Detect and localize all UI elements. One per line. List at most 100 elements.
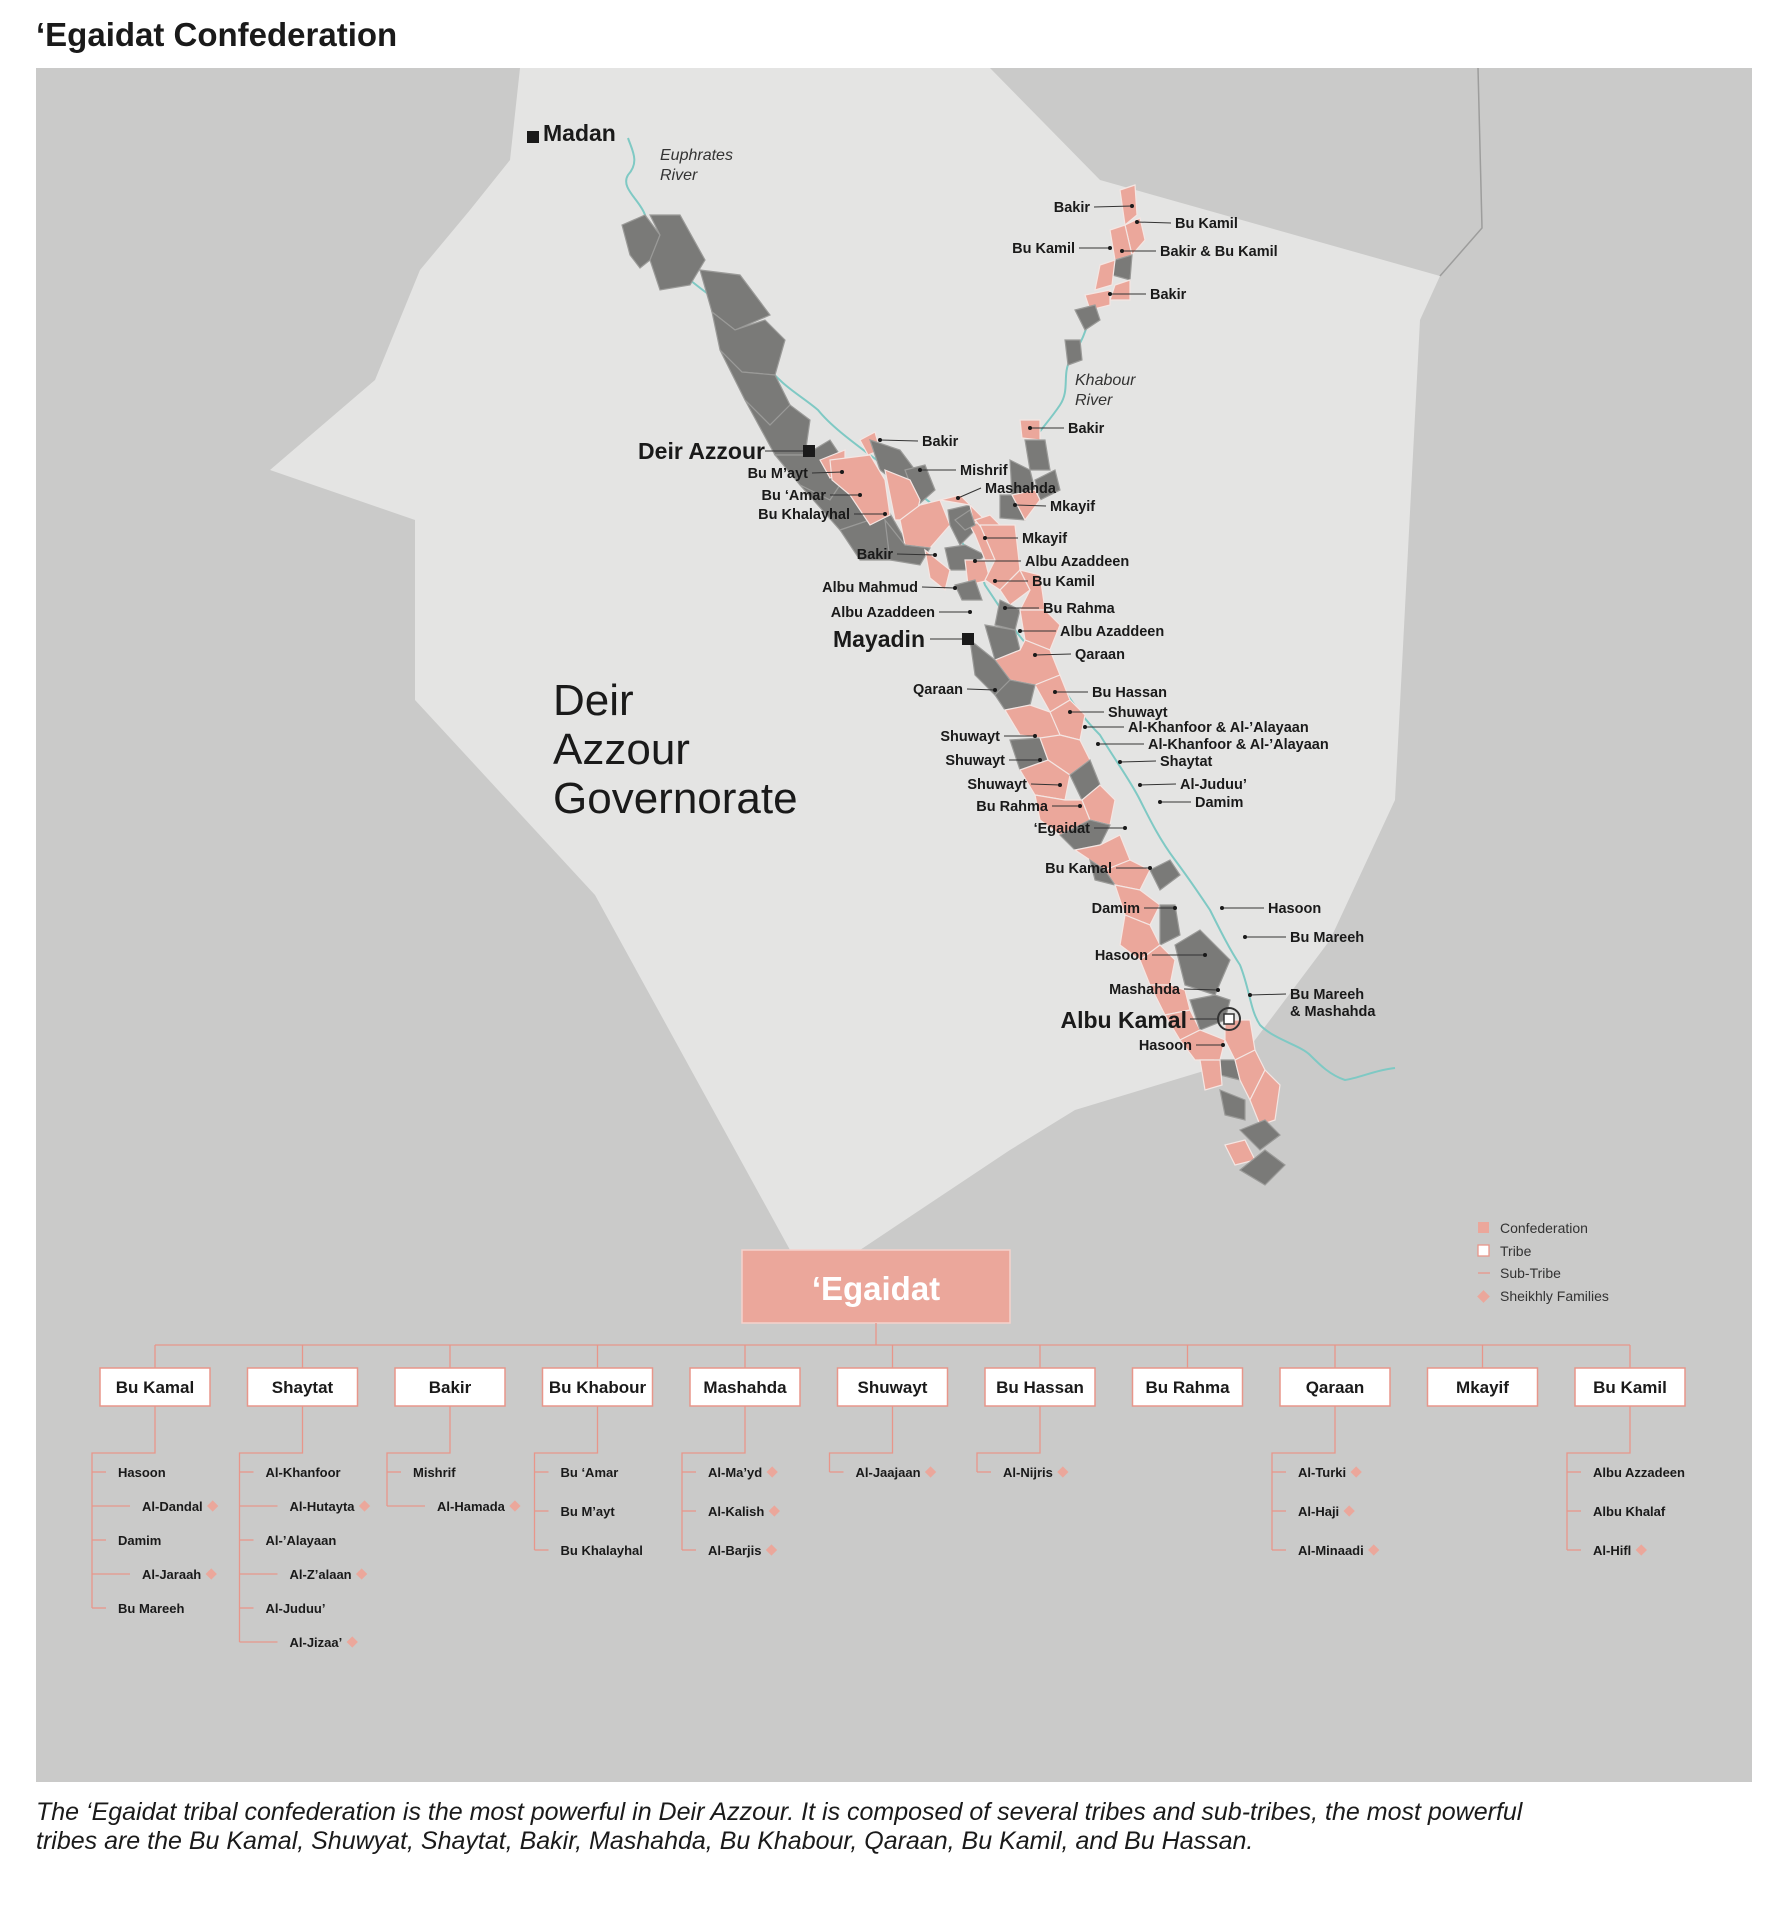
khabour-river bbox=[1029, 309, 1091, 446]
city-marker-deir-azzour bbox=[803, 445, 815, 457]
leader-line bbox=[1119, 760, 1157, 763]
leader-line bbox=[1139, 783, 1177, 786]
sheikhly-family-icon bbox=[355, 1568, 368, 1580]
sheikhly-family-icon bbox=[1343, 1505, 1355, 1517]
sub-tribe-label: Al-Jaajaan bbox=[856, 1465, 921, 1480]
area-label: Bakir bbox=[857, 547, 894, 563]
area-dot bbox=[883, 512, 887, 516]
area-dot bbox=[1248, 993, 1252, 997]
area-label: Bu M’ayt bbox=[748, 466, 809, 482]
sheikhly-family-icon bbox=[768, 1505, 781, 1517]
legend-sheikhly: Sheikhly Families bbox=[1500, 1288, 1609, 1304]
border-line bbox=[1439, 67, 1483, 277]
sub-tribe-label: Albu Azzadeen bbox=[1593, 1465, 1685, 1480]
governorate-label-line: Governorate bbox=[553, 774, 798, 823]
legend-tribe-swatch bbox=[1477, 1244, 1490, 1257]
area-dot bbox=[1138, 783, 1142, 787]
sub-tribe-label: Al-Dandal bbox=[142, 1499, 203, 1514]
tribe-label: Bakir bbox=[429, 1378, 472, 1397]
area-label: Albu Azaddeen bbox=[1060, 624, 1164, 640]
sub-tribe-label: Hasoon bbox=[118, 1465, 166, 1480]
sheikhly-family-icon bbox=[766, 1466, 778, 1478]
area-label: Bu Khalayhal bbox=[758, 507, 850, 523]
sub-tribe-spine bbox=[1566, 1406, 1631, 1550]
legend-confederation-swatch bbox=[1478, 1222, 1489, 1233]
area-label: Bu Kamal bbox=[1045, 861, 1112, 877]
area-label: Bu Rahma bbox=[1043, 601, 1116, 617]
area-label: Albu Azaddeen bbox=[831, 605, 935, 621]
leader-line bbox=[1014, 504, 1047, 507]
area-dot bbox=[1033, 653, 1037, 657]
tribe-box bbox=[1574, 1367, 1686, 1407]
sub-tribe-spine bbox=[386, 1406, 451, 1506]
tribe-label: Mkayif bbox=[1456, 1378, 1509, 1397]
area-label: Bu Mareeh bbox=[1290, 987, 1364, 1003]
sub-tribe-label: Al-Kalish bbox=[708, 1504, 764, 1519]
area-dot bbox=[956, 496, 960, 500]
sub-tribe-label: Al-Ma’yd bbox=[708, 1465, 762, 1480]
tribe-box bbox=[541, 1367, 654, 1407]
sub-tribe-spine bbox=[1271, 1406, 1336, 1550]
corridor-segments bbox=[621, 214, 1286, 1186]
city-marker-albu-kamal bbox=[1223, 1013, 1235, 1025]
figure-caption: The ‘Egaidat tribal confederation is the… bbox=[36, 1798, 1523, 1855]
area-dot bbox=[1108, 292, 1112, 296]
sub-tribe-spine bbox=[238, 1406, 304, 1642]
river-label-line: Euphrates bbox=[660, 147, 733, 164]
area-dot bbox=[933, 553, 937, 557]
sub-tribe-label: Al-Minaadi bbox=[1298, 1543, 1364, 1558]
sub-tribe-label: Al-Jaraah bbox=[142, 1567, 201, 1582]
area-label: Bu Mareeh bbox=[1290, 930, 1364, 946]
area-dot bbox=[1018, 629, 1022, 633]
khabour-segments bbox=[999, 184, 1146, 522]
sub-tribe-label: Al-Hifl bbox=[1593, 1543, 1631, 1558]
sub-tribe-label: Al-Barjis bbox=[708, 1543, 761, 1558]
leader-line bbox=[1030, 783, 1061, 786]
sub-tribe-label: Albu Khalaf bbox=[1593, 1504, 1666, 1519]
leader-line bbox=[1183, 988, 1219, 991]
legend-confederation: Confederation bbox=[1500, 1220, 1588, 1236]
area-dot bbox=[993, 688, 997, 692]
tribe-box bbox=[1426, 1367, 1539, 1407]
area-label: Albu Azaddeen bbox=[1025, 554, 1129, 570]
area-label: Damim bbox=[1195, 795, 1243, 811]
area-label: Bu Kamil bbox=[1175, 216, 1238, 232]
area-dot bbox=[1058, 783, 1062, 787]
tribe-label: Bu Hassan bbox=[996, 1378, 1084, 1397]
area-dot bbox=[1038, 758, 1042, 762]
tribe-box bbox=[689, 1367, 801, 1407]
city-madan: Madan bbox=[543, 120, 616, 146]
area-dot bbox=[1033, 734, 1037, 738]
area-label: Al-Khanfoor & Al-’Alayaan bbox=[1148, 737, 1329, 753]
sub-tribe-spine bbox=[533, 1406, 599, 1550]
area-label: & Mashahda bbox=[1290, 1004, 1376, 1020]
area-label: Mkayif bbox=[1022, 531, 1067, 547]
sub-tribe-label: Al-Nijris bbox=[1003, 1465, 1053, 1480]
leader-line bbox=[879, 439, 919, 442]
sub-tribe-label: Mishrif bbox=[413, 1465, 456, 1480]
sub-tribe-spine bbox=[91, 1406, 156, 1608]
tribe-label: Bu Kamil bbox=[1593, 1378, 1667, 1397]
sheikhly-family-icon bbox=[1057, 1466, 1069, 1478]
tribe-label: Shaytat bbox=[272, 1378, 334, 1397]
legend-tribe: Tribe bbox=[1500, 1243, 1532, 1259]
sub-tribe-label: Al-Juduu’ bbox=[266, 1601, 326, 1616]
tribe-label: Bu Kamal bbox=[116, 1378, 194, 1397]
sheikhly-family-icon bbox=[509, 1500, 521, 1512]
area-dot bbox=[1118, 760, 1122, 764]
area-label: Hasoon bbox=[1268, 901, 1321, 917]
tribe-box bbox=[99, 1367, 211, 1407]
area-dot bbox=[1053, 690, 1057, 694]
area-dot bbox=[1158, 800, 1162, 804]
tribe-label: Shuwayt bbox=[858, 1378, 928, 1397]
area-label: Qaraan bbox=[913, 682, 963, 698]
tribe-label: Mashahda bbox=[703, 1378, 787, 1397]
sub-tribe-label: Al-Hamada bbox=[437, 1499, 506, 1514]
area-label: Bakir & Bu Kamil bbox=[1160, 244, 1278, 260]
area-dot bbox=[1130, 204, 1134, 208]
area-dot bbox=[1108, 246, 1112, 250]
area-label: Mashahda bbox=[985, 481, 1057, 497]
tribe-box bbox=[246, 1367, 359, 1407]
leader-line bbox=[921, 586, 956, 589]
